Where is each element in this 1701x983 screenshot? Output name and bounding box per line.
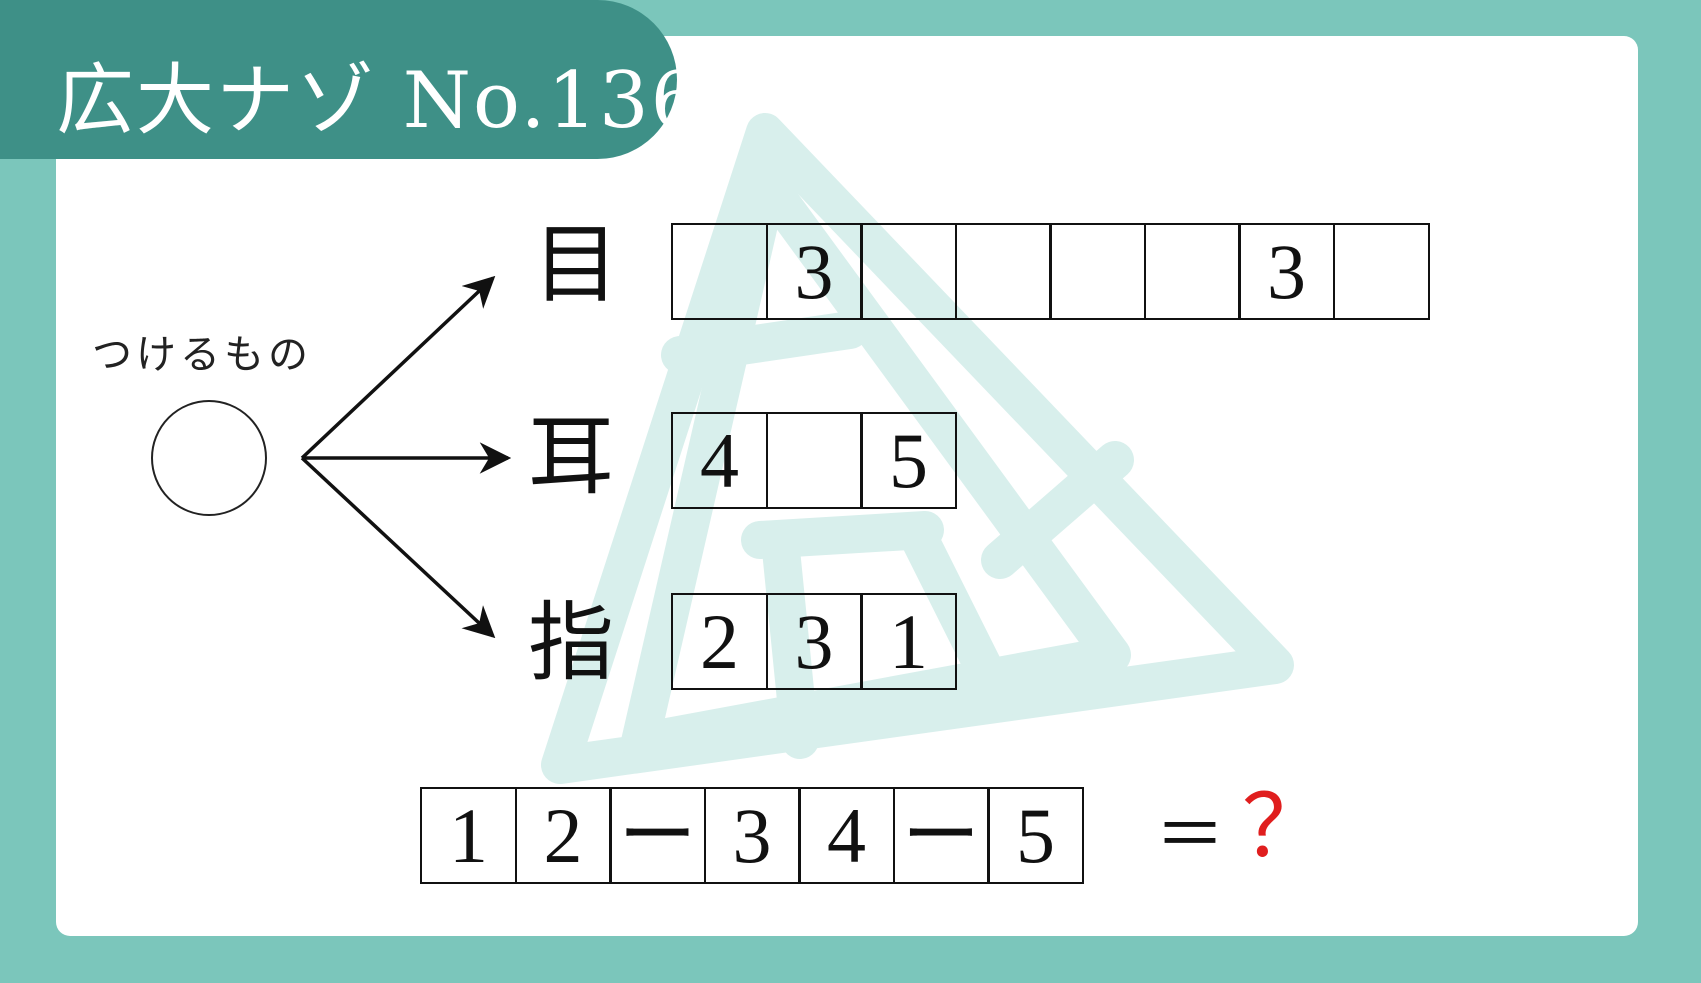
attach-label: つけるもの [92, 332, 312, 378]
kanji-finger: 指 [528, 593, 614, 693]
box-cell [860, 223, 957, 320]
box-cell: 3 [765, 593, 863, 690]
box-cell: ー [609, 787, 706, 884]
box-cell: 2 [514, 787, 612, 884]
answer-boxes-eye: 3 3 [671, 223, 1430, 320]
page-title: 広大ナゾ No.136 [56, 56, 703, 146]
box-cell: 4 [671, 412, 768, 509]
kanji-ear: 耳 [528, 407, 614, 507]
final-answer-boxes: 1 2 ー 3 4 ー 5 [420, 787, 1084, 884]
box-cell: ー [892, 787, 990, 884]
box-cell: 1 [420, 787, 517, 884]
arrow-down [300, 456, 496, 639]
box-cell: 3 [765, 223, 863, 320]
box-cell [765, 412, 863, 509]
box-cell [1332, 223, 1430, 320]
arrow-up [300, 275, 496, 460]
box-cell: 1 [860, 593, 957, 690]
question-mark: ？ [1242, 779, 1328, 875]
header-tab: 広大ナゾ No.136 [0, 0, 700, 159]
box-cell: 5 [860, 412, 957, 509]
equals-sign: ＝ [1155, 794, 1225, 876]
empty-circle-icon [151, 400, 267, 516]
box-cell [671, 223, 768, 320]
answer-boxes-finger: 2 3 1 [671, 593, 957, 690]
box-cell [1049, 223, 1146, 320]
box-cell: 3 [703, 787, 801, 884]
kanji-eye: 目 [533, 215, 619, 315]
puzzle-card [56, 36, 1638, 936]
box-cell: 3 [1238, 223, 1335, 320]
box-cell [954, 223, 1052, 320]
answer-boxes-ear: 4 5 [671, 412, 957, 509]
box-cell: 4 [798, 787, 895, 884]
box-cell: 5 [987, 787, 1084, 884]
box-cell [1143, 223, 1241, 320]
box-cell: 2 [671, 593, 768, 690]
